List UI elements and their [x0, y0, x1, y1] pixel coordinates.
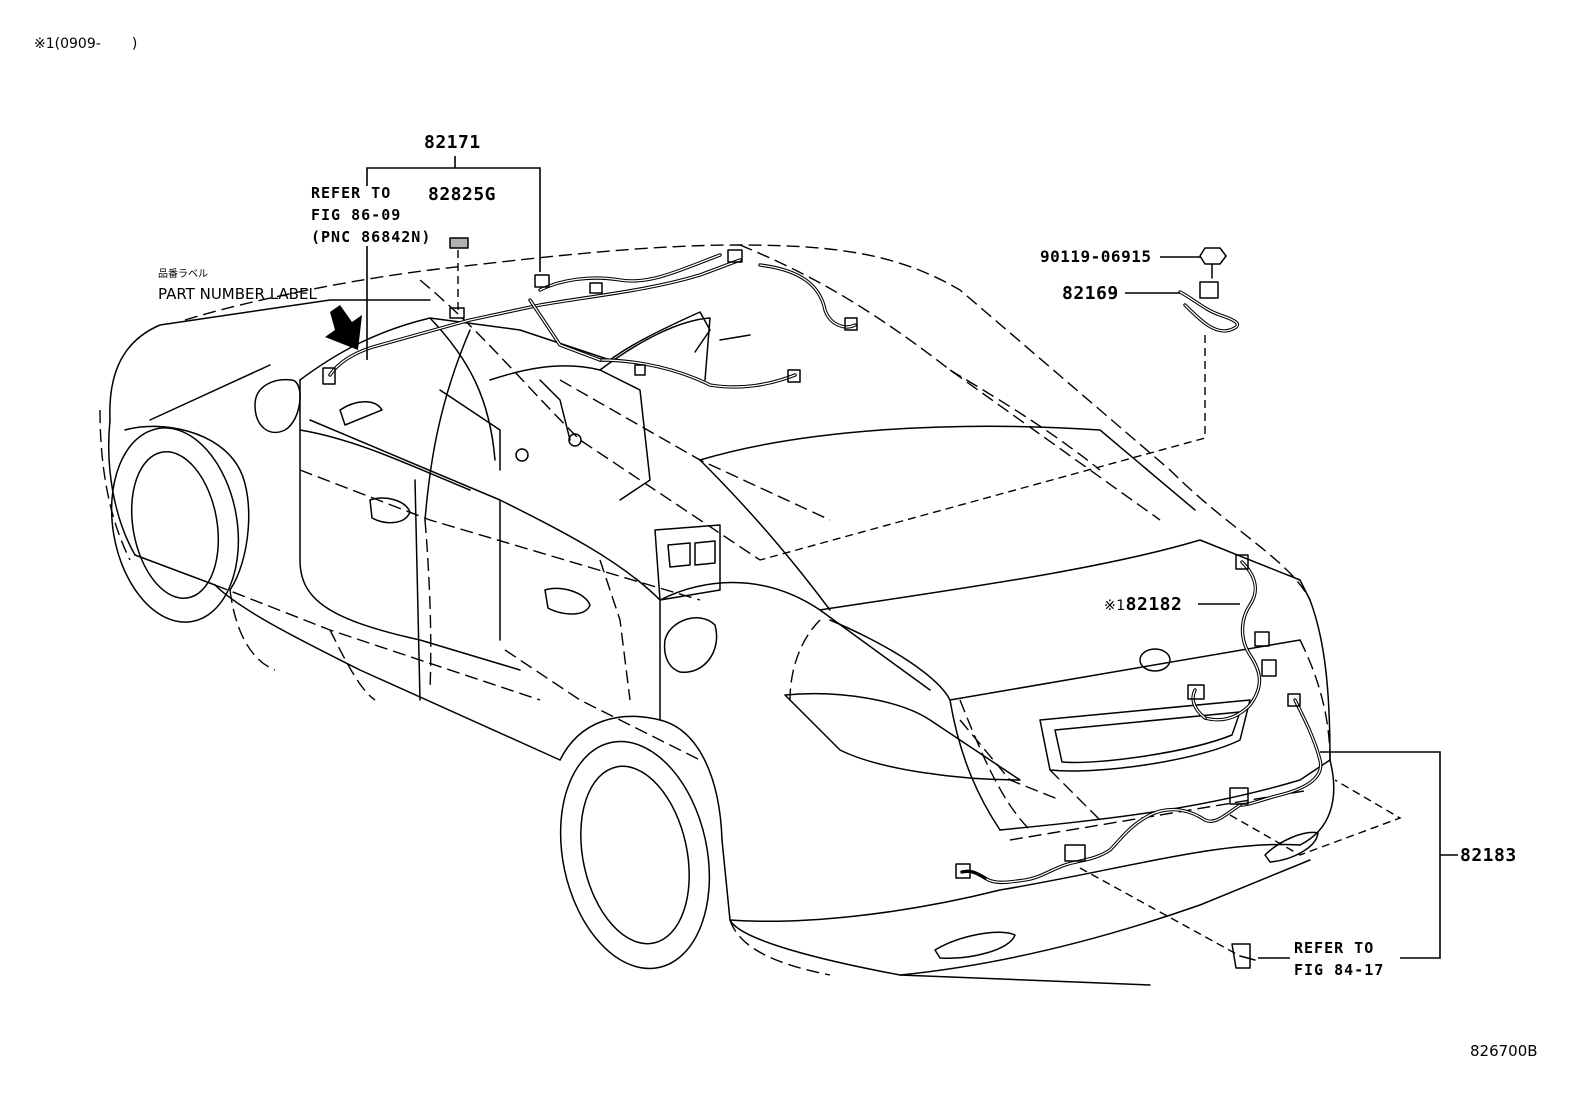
note-range: (0909- ) — [54, 36, 138, 52]
refer-line-1: REFER TO — [311, 184, 392, 202]
car-body — [107, 299, 1335, 986]
part-82169-label[interactable]: 82169 — [1062, 283, 1119, 304]
note-mark: ※1 — [34, 36, 55, 52]
refer-fig-86-09-note[interactable]: REFER TO FIG 86-09 (PNC 86842N) — [311, 182, 431, 248]
part-82182-mark: ※1 — [1104, 598, 1126, 614]
part-82171-label[interactable]: 82171 — [424, 132, 481, 153]
refer-line-2: FIG 86-09 — [311, 206, 402, 224]
part-82183-label[interactable]: 82183 — [1460, 845, 1517, 866]
part-82825g-label[interactable]: 82825G — [428, 184, 497, 205]
part-90119-06915-label[interactable]: 90119-06915 — [1040, 247, 1152, 266]
phantom-outlines — [99, 244, 1331, 976]
japanese-part-number-label: 品番ラベル — [158, 269, 208, 280]
part-82182-label[interactable]: ※182182 — [1104, 596, 1182, 614]
figure-code: 826700B — [1470, 1042, 1538, 1060]
part-number-label-caption: PART NUMBER LABEL — [158, 285, 317, 303]
part-82182-number: 82182 — [1125, 594, 1183, 615]
leader-lines — [366, 156, 1458, 959]
arrow-icon — [325, 305, 362, 350]
wire-harnesses — [322, 237, 1323, 969]
refer-line-2: FIG 84-17 — [1294, 961, 1385, 979]
refer-line-3: (PNC 86842N) — [311, 228, 432, 246]
refer-fig-84-17-note[interactable]: REFER TO FIG 84-17 — [1294, 937, 1384, 981]
note-header: ※1(0909- ) — [34, 37, 137, 51]
refer-line-1: REFER TO — [1294, 939, 1375, 957]
